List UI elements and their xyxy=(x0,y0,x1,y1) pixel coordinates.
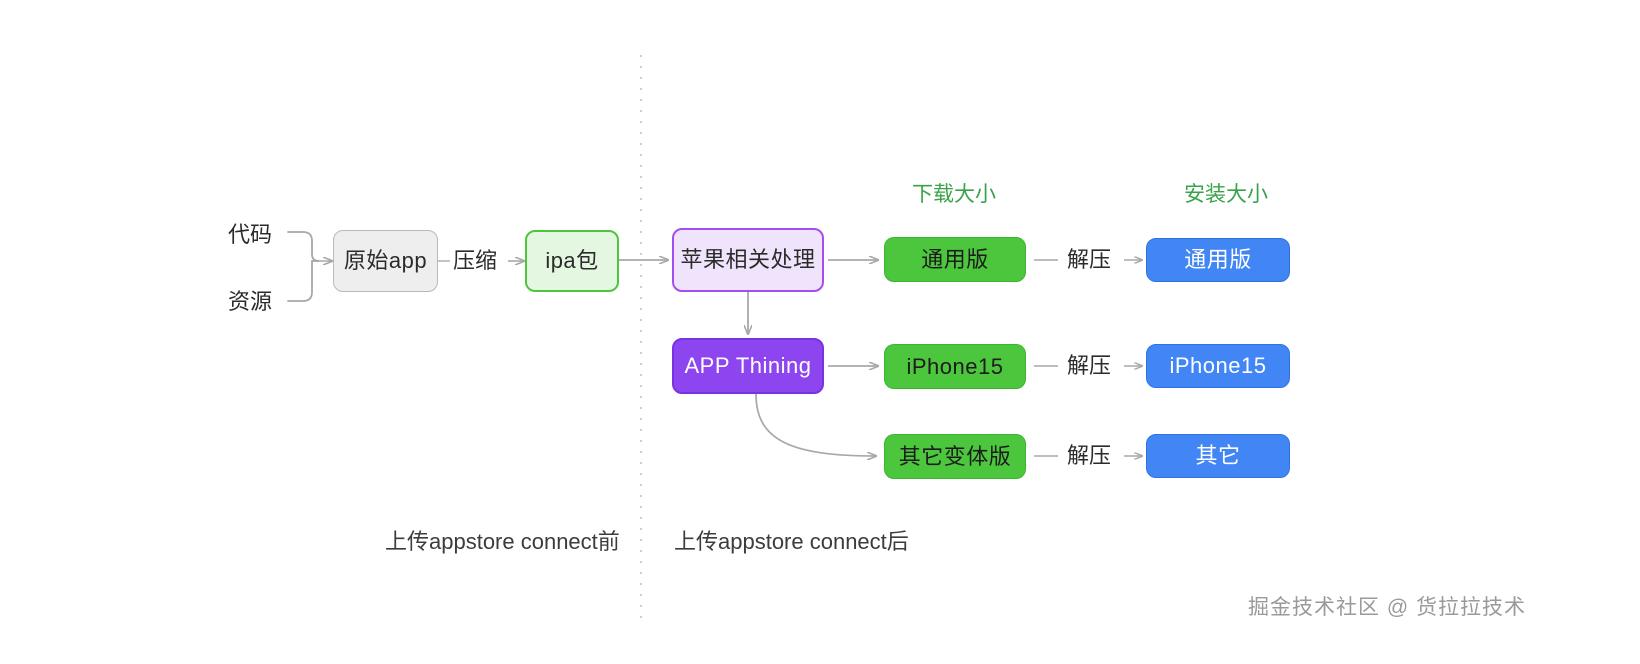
edge-label-unzip-row2: 解压 xyxy=(1067,353,1112,378)
node-download-universal[interactable]: 通用版 xyxy=(884,237,1026,282)
node-download-other-variant[interactable]: 其它变体版 xyxy=(884,434,1026,479)
edge-label-compress: 压缩 xyxy=(453,248,498,273)
node-download-iphone15[interactable]: iPhone15 xyxy=(884,344,1026,389)
input-label-code: 代码 xyxy=(228,222,273,247)
column-head-install-size: 安装大小 xyxy=(1184,183,1268,206)
caption-after-upload: 上传appstore connect后 xyxy=(674,529,909,554)
node-ipa-package[interactable]: ipa包 xyxy=(525,230,619,292)
node-install-iphone15[interactable]: iPhone15 xyxy=(1146,344,1290,388)
edge-label-unzip-row3: 解压 xyxy=(1067,443,1112,468)
caption-before-upload: 上传appstore connect前 xyxy=(385,529,620,554)
column-head-download-size: 下载大小 xyxy=(912,183,996,206)
edge-label-unzip-row1: 解压 xyxy=(1067,247,1112,272)
node-apple-processing[interactable]: 苹果相关处理 xyxy=(672,228,824,292)
node-app-thinning[interactable]: APP Thining xyxy=(672,338,824,394)
input-label-resource: 资源 xyxy=(228,289,273,314)
node-install-other[interactable]: 其它 xyxy=(1146,434,1290,478)
node-original-app[interactable]: 原始app xyxy=(333,230,438,292)
input-merge-bracket xyxy=(287,231,320,302)
watermark-text: 掘金技术社区 @ 货拉拉技术 xyxy=(1248,596,1526,619)
edge-thinning-to-other xyxy=(755,393,876,456)
node-install-universal[interactable]: 通用版 xyxy=(1146,238,1290,282)
